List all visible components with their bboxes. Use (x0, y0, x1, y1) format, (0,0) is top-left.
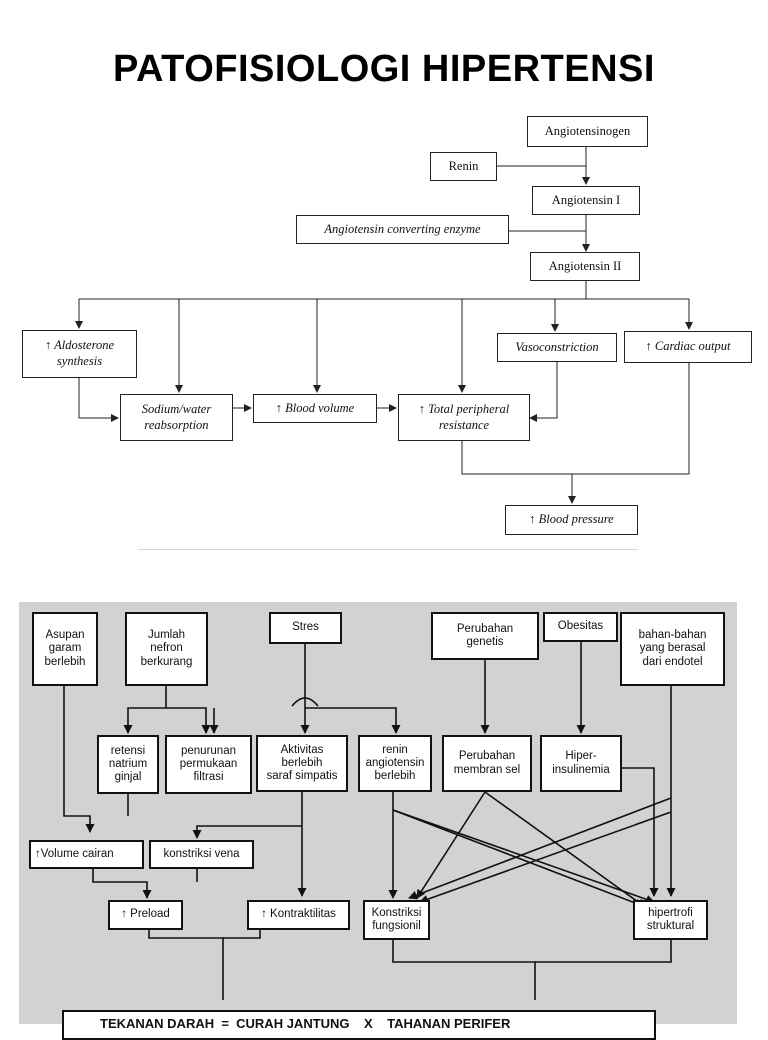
box-jumlah-nefron: Jumlah nefron berkurang (125, 612, 208, 686)
node-aldosterone: ↑ Aldosterone synthesis (22, 330, 137, 378)
node-blood-pressure: ↑ Blood pressure (505, 505, 638, 535)
box-kontraktilitas: ↑ Kontraktilitas (247, 900, 350, 930)
node-vasoconstriction: Vasoconstriction (497, 333, 617, 362)
box-konstriksi-fungsionil: Konstriksi fungsionil (363, 900, 430, 940)
raas-connectors (75, 146, 693, 504)
box-bahan-endotel: bahan-bahan yang berasal dari endotel (620, 612, 725, 686)
node-sodium-water: Sodium/water reabsorption (120, 394, 233, 441)
node-angiotensin-i: Angiotensin I (532, 186, 640, 215)
page-title: PATOFISIOLOGI HIPERTENSI (113, 48, 655, 90)
node-renin: Renin (430, 152, 497, 181)
box-hiperinsulinemia: Hiper- insulinemia (540, 735, 622, 792)
box-preload: ↑ Preload (108, 900, 183, 930)
box-penurunan-permukaan: penurunan permukaan filtrasi (165, 735, 252, 794)
node-blood-volume: ↑ Blood volume (253, 394, 377, 423)
box-perubahan-genetis: Perubahan genetis (431, 612, 539, 660)
box-volume-cairan: ↑Volume cairan (29, 840, 144, 869)
box-perubahan-membran: Perubahan membran sel (442, 735, 532, 792)
box-stres: Stres (269, 612, 342, 644)
node-cardiac-output: ↑ Cardiac output (624, 331, 752, 363)
box-konstriksi-vena: konstriksi vena (149, 840, 254, 869)
box-asupan-garam: Asupan garam berlebih (32, 612, 98, 686)
node-ace: Angiotensin converting enzyme (296, 215, 509, 244)
node-total-peripheral-resistance: ↑ Total peripheral resistance (398, 394, 530, 441)
node-angiotensin-ii: Angiotensin II (530, 252, 640, 281)
box-retensi-natrium: retensi natrium ginjal (97, 735, 159, 794)
divider (138, 549, 638, 550)
node-angiotensinogen: Angiotensinogen (527, 116, 648, 147)
box-obesitas: Obesitas (543, 612, 618, 642)
hypertension-factors-diagram: Asupan garam berlebih Jumlah nefron berk… (19, 602, 737, 1024)
box-hipertrofi-struktural: hipertrofi struktural (633, 900, 708, 940)
equation-box: TEKANAN DARAH = CURAH JANTUNG X TAHANAN … (62, 1010, 656, 1040)
factors-connectors (63, 642, 676, 1000)
box-renin-angiotensin: renin angiotensin berlebih (358, 735, 432, 792)
box-aktivitas-simpatis: Aktivitas berlebih saraf simpatis (256, 735, 348, 792)
